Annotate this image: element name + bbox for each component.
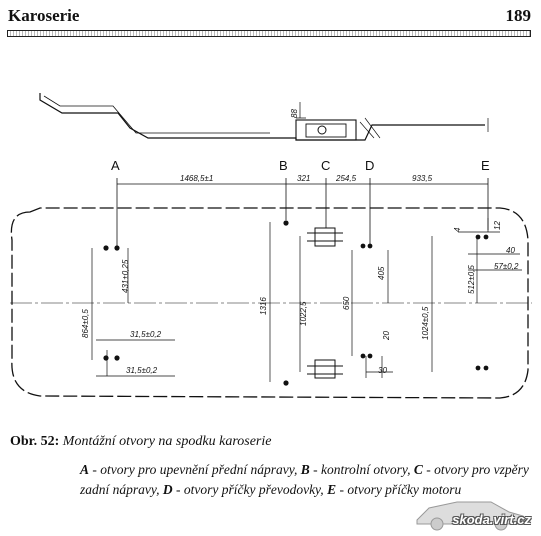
dim-d-h: 30 xyxy=(378,366,387,375)
dim-bc: 321 xyxy=(297,174,310,183)
marker-b: B xyxy=(279,158,288,173)
car-watermark-icon xyxy=(416,501,524,531)
caption-item-text: - otvory pro vzpěry zadní nápravy, xyxy=(80,462,529,497)
header-rule xyxy=(7,30,531,37)
dim-e-v2: 512±0,5 xyxy=(467,265,476,294)
caption-item-text: - otvory příčky převodovky, xyxy=(172,481,328,497)
dim-b-v: 1316 xyxy=(259,297,268,315)
figure-caption: Obr. 52: Montážní otvory na spodku karos… xyxy=(10,432,535,451)
page-number: 189 xyxy=(505,6,532,25)
dim-e-h2: 40 xyxy=(506,246,515,255)
floor-outline xyxy=(10,207,529,399)
caption-item-text: - otvory příčky motoru xyxy=(336,481,462,497)
dim-a-v1: 431±0,25 xyxy=(121,259,130,293)
watermark-text: skoda.virt.cz xyxy=(452,512,531,527)
caption-body: A - otvory pro upevnění přední nápravy, … xyxy=(80,460,535,499)
dim-e-small: 4 xyxy=(453,227,462,232)
caption-label: Obr. 52: xyxy=(10,434,60,449)
dim-d-v3: 20 xyxy=(382,331,391,341)
dim-d-v2: 405 xyxy=(377,266,386,280)
caption-item-key: B xyxy=(300,462,310,477)
caption-item-text: - otvory pro upevnění přední nápravy, xyxy=(89,462,301,477)
caption-item-key: C xyxy=(413,462,423,477)
dim-d-v1: 650 xyxy=(342,296,351,310)
page-header-title: Karoserie xyxy=(8,6,80,25)
caption-title: Montážní otvory na spodku karoserie xyxy=(62,434,272,449)
marker-a: A xyxy=(111,158,120,173)
dim-c-v: 1022,5 xyxy=(299,301,308,326)
dim-a-v2: 864±0,5 xyxy=(81,309,90,338)
caption-item-key: D xyxy=(162,481,173,497)
dim-e-h3: 57±0,2 xyxy=(494,262,519,271)
technical-drawing: A B C D E 1468,5±1 321 254,5 933,5 88 43… xyxy=(10,93,532,399)
marker-c: C xyxy=(321,158,330,173)
dim-e-h1: 12 xyxy=(493,221,502,230)
dim-ab: 1468,5±1 xyxy=(180,174,213,183)
marker-d: D xyxy=(365,158,374,173)
caption-item-text: - kontrolní otvory, xyxy=(309,462,414,477)
caption-item-key: E xyxy=(327,481,337,497)
dim-de: 933,5 xyxy=(412,174,433,183)
dim-a-h1: 31,5±0,2 xyxy=(130,330,162,339)
dim-cd: 254,5 xyxy=(335,174,357,183)
dim-top-88: 88 xyxy=(290,109,299,118)
side-profile-outline xyxy=(39,93,485,141)
dim-e-v1: 1024±0,5 xyxy=(421,306,430,340)
side-bracket xyxy=(295,119,357,141)
caption-item-key: A xyxy=(80,462,90,477)
dim-a-h2: 31,5±0,2 xyxy=(126,366,158,375)
marker-e: E xyxy=(481,158,490,173)
